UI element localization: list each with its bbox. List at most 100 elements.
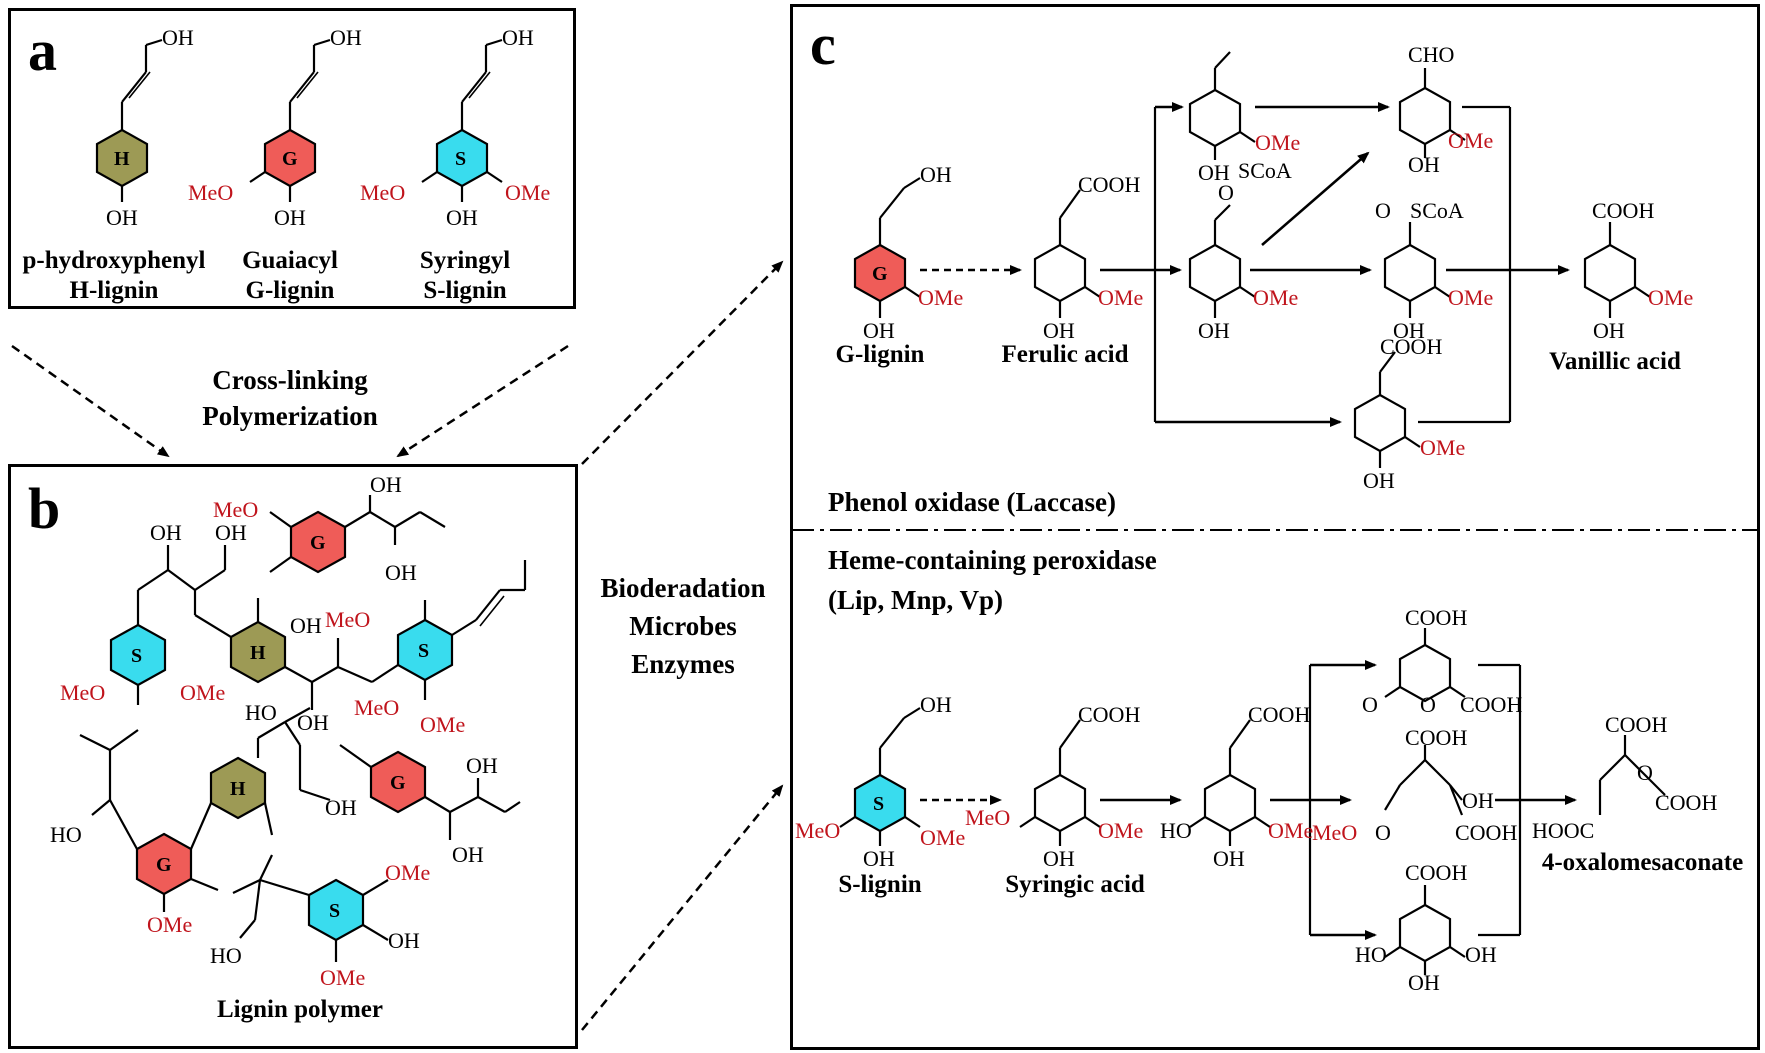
syringic-label: Syringic acid [1005, 871, 1145, 898]
polymer-group-oh: OH [388, 928, 420, 953]
group-meo: MeO [965, 805, 1010, 830]
s-meo: MeO [360, 180, 405, 205]
s-lignin-name: Syringyl [419, 247, 511, 274]
polymer-ring-label-8: S [329, 900, 340, 922]
group-oh: OH [1408, 970, 1440, 995]
crosslink-line1: Cross-linking [212, 365, 368, 395]
group-ome: OMe [1448, 128, 1493, 153]
group-ho: HO [1355, 942, 1387, 967]
group-oh: OH [1198, 160, 1230, 185]
polymer-group-ome: OMe [180, 680, 225, 705]
h-lignin-title: p-hydroxyphenyl [22, 247, 206, 274]
group-oh: OH [863, 318, 895, 343]
group-ome: OMe [1448, 285, 1493, 310]
group-ome: OMe [1098, 285, 1143, 310]
group-ome: OMe [1268, 818, 1313, 843]
h-oh: OH [106, 205, 138, 230]
arrow-a-to-b-left [11, 344, 170, 458]
h-ring-label: H [114, 148, 130, 170]
polymer-ring-label-1: G [310, 532, 326, 554]
polymer-group-oh: OH [370, 472, 402, 497]
g-meo: MeO [188, 180, 233, 205]
group-oh: OH [1593, 318, 1625, 343]
group-hooc: HOOC [1532, 818, 1594, 843]
polymer-group-oh: OH [385, 560, 417, 585]
arrow-b-to-c-top [581, 260, 784, 465]
group-oh: OH [1363, 468, 1395, 493]
group-ome: OMe [1648, 285, 1693, 310]
ring-pyranone [1398, 643, 1452, 703]
middle-line1: Bioderadation [600, 573, 766, 603]
ring-homovanillic [1353, 393, 1407, 453]
middle-line3: Enzymes [631, 649, 735, 679]
pathway-top [853, 51, 1651, 468]
panel-b [8, 464, 578, 1049]
group-cooh: COOH [1460, 692, 1522, 717]
ring-vinylguaiacol [1188, 88, 1242, 148]
s-lignin-sub: S-lignin [423, 277, 507, 304]
panel-a-letter: a [28, 18, 57, 83]
polymer-group-ho: HO [50, 822, 82, 847]
polymer-ring-label-7: G [156, 854, 172, 876]
group-oh: OH [1462, 788, 1494, 813]
pathway-bottom-groups: S OH OH MeO OMe COOH MeO OH OMe COOH HO … [795, 605, 1717, 995]
group-oh: OH [920, 162, 952, 187]
polymer-ring-label-6: H [230, 778, 246, 800]
s-ome: OMe [505, 180, 550, 205]
polymer-ring-label-2: S [131, 645, 142, 667]
glignin-ring-label: G [872, 263, 888, 285]
group-cooh: COOH [1605, 712, 1667, 737]
panel-a [8, 8, 576, 309]
oxalomesaconate-label: 4-oxalomesaconate [1541, 849, 1744, 876]
polymer-group-oh: OH [150, 520, 182, 545]
g-oh: OH [274, 205, 306, 230]
lignin-polymer-caption: Lignin polymer [217, 996, 383, 1023]
group-cooh: COOH [1592, 198, 1654, 223]
group-oh: OH [1393, 318, 1425, 343]
group-o: O [1362, 692, 1378, 717]
bottom-enzyme-line2: (Lip, Mnp, Vp) [828, 585, 1004, 615]
polymer-ring-label-4: S [418, 640, 429, 662]
group-oh: OH [920, 692, 952, 717]
polymer-ring-label-3: H [250, 642, 266, 664]
group-ome: OMe [1253, 285, 1298, 310]
s-ring-label: S [455, 148, 466, 170]
s-oh: OH [446, 205, 478, 230]
group-oh: OH [1465, 942, 1497, 967]
polymer-group-ome: OMe [320, 965, 365, 990]
h-top-oh: OH [162, 25, 194, 50]
arrow-a-to-b-right [396, 344, 569, 458]
group-cooh: COOH [1248, 702, 1310, 727]
group-o: O [1420, 692, 1436, 717]
group-oh: OH [1043, 846, 1075, 871]
group-ho: HO [1160, 818, 1192, 843]
ring-h2 [209, 756, 267, 820]
group-oh: OH [1213, 846, 1245, 871]
group-o: O [1375, 820, 1391, 845]
group-oh: OH [1408, 152, 1440, 177]
group-scoa: SCoA [1410, 198, 1464, 223]
vanillic-label: Vanillic acid [1549, 348, 1681, 375]
group-ome: OMe [1255, 130, 1300, 155]
s-monomer [421, 38, 503, 202]
slignin-label: S-lignin [838, 871, 922, 898]
ring-feruloylcoa [1188, 243, 1242, 303]
slignin-ring-label: S [873, 793, 884, 815]
panel-c [790, 4, 1760, 1050]
polymer-group-oh: OH [297, 710, 329, 735]
group-ome: OMe [1420, 435, 1465, 460]
pathway-bottom [839, 628, 1666, 975]
g-lignin-name: Guaiacyl [242, 247, 338, 274]
g-ring-label: G [282, 148, 298, 170]
ring-gallic-like [1203, 773, 1257, 833]
polymer-group-oh: OH [290, 613, 322, 638]
g-lignin-sub: G-lignin [245, 277, 335, 304]
group-o: O [1637, 760, 1653, 785]
polymer-group-meo: MeO [325, 607, 370, 632]
ferulic-label: Ferulic acid [1001, 341, 1129, 368]
bottom-enzyme-line1: Heme-containing peroxidase [828, 545, 1157, 575]
middle-line2: Microbes [629, 611, 737, 641]
ring-vanillin [1398, 86, 1452, 146]
glignin-label: G-lignin [835, 341, 925, 368]
group-oh: OH [863, 846, 895, 871]
